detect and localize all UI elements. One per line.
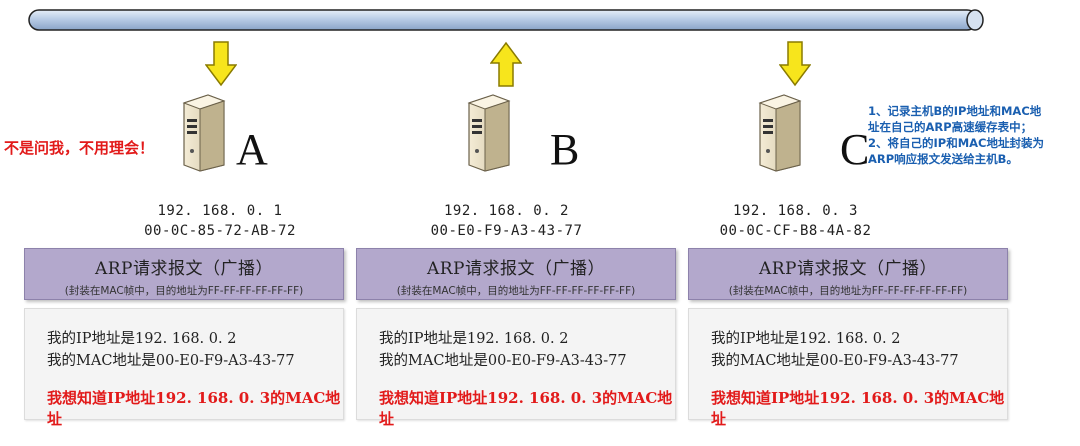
- query-line: 我想知道IP地址192. 168. 0. 3的MAC地址: [47, 389, 341, 428]
- host-c-note-line: 1、记录主机B的IP地址和MAC地: [868, 104, 1042, 118]
- mac-address: 00-E0-F9-A3-43-77: [430, 223, 583, 239]
- ip-address: 192. 168. 0. 3: [732, 203, 858, 219]
- packet-header: ARP请求报文（广播） (封装在MAC帧中，目的地址为FF-FF-FF-FF-F…: [24, 248, 344, 300]
- host-c-note: 1、记录主机B的IP地址和MAC地 址在自己的ARP高速缓存表中； 2、将自己的…: [868, 103, 1078, 167]
- packet-subtitle: (封装在MAC帧中，目的地址为FF-FF-FF-FF-FF-FF): [728, 285, 968, 297]
- arrow-down-icon: [779, 41, 811, 87]
- packet-header: ARP请求报文（广播） (封装在MAC帧中，目的地址为FF-FF-FF-FF-F…: [688, 248, 1008, 300]
- packet-body: 我的IP地址是192. 168. 0. 2 我的MAC地址是00-E0-F9-A…: [688, 308, 1008, 428]
- ip-address: 192. 168. 0. 2: [443, 203, 569, 219]
- arp-request-packet: ARP请求报文（广播） (封装在MAC帧中，目的地址为FF-FF-FF-FF-F…: [24, 248, 344, 428]
- mac-address: 00-0C-CF-B8-4A-82: [719, 223, 872, 239]
- packet-body: 我的IP地址是192. 168. 0. 2 我的MAC地址是00-E0-F9-A…: [24, 308, 344, 428]
- host-label: C: [840, 125, 870, 174]
- packet-header: ARP请求报文（广播） (封装在MAC帧中，目的地址为FF-FF-FF-FF-F…: [356, 248, 676, 300]
- ip-address: 192. 168. 0. 1: [157, 203, 283, 219]
- network-bus: [28, 9, 984, 31]
- packet-subtitle: (封装在MAC帧中，目的地址为FF-FF-FF-FF-FF-FF): [396, 285, 636, 297]
- query-line: 我想知道IP地址192. 168. 0. 3的MAC地址: [711, 389, 1005, 428]
- sender-ip-line: 我的IP地址是192. 168. 0. 2: [379, 331, 569, 347]
- packet-subtitle: (封装在MAC帧中，目的地址为FF-FF-FF-FF-FF-FF): [64, 285, 304, 297]
- host-c-note-line: 2、将自己的IP和MAC地址封装为: [868, 136, 1044, 150]
- arp-request-packet: ARP请求报文（广播） (封装在MAC帧中，目的地址为FF-FF-FF-FF-F…: [356, 248, 676, 428]
- packet-title: ARP请求报文（广播）: [426, 259, 605, 279]
- arp-request-packet: ARP请求报文（广播） (封装在MAC帧中，目的地址为FF-FF-FF-FF-F…: [688, 248, 1008, 428]
- sender-ip-line: 我的IP地址是192. 168. 0. 2: [47, 331, 237, 347]
- server-icon: [758, 94, 802, 172]
- host-c-note-line: ARP响应报文发送给主机B。: [868, 152, 1018, 166]
- sender-mac-line: 我的MAC地址是00-E0-F9-A3-43-77: [47, 353, 295, 369]
- server-icon: [467, 94, 511, 172]
- sender-mac-line: 我的MAC地址是00-E0-F9-A3-43-77: [379, 353, 627, 369]
- query-line: 我想知道IP地址192. 168. 0. 3的MAC地址: [379, 389, 673, 428]
- host-address: 192. 168. 0. 3 00-0C-CF-B8-4A-82: [713, 201, 878, 241]
- host-address: 192. 168. 0. 1 00-0C-85-72-AB-72: [140, 201, 300, 241]
- server-icon: [182, 94, 226, 172]
- host-c-note-line: 址在自己的ARP高速缓存表中；: [868, 120, 1033, 134]
- host-a-note: 不是问我，不用理会！: [4, 139, 155, 157]
- packet-title: ARP请求报文（广播）: [94, 259, 273, 279]
- arrow-down-icon: [205, 41, 237, 87]
- sender-mac-line: 我的MAC地址是00-E0-F9-A3-43-77: [711, 353, 959, 369]
- arrow-up-icon: [490, 41, 522, 87]
- host-label: A: [236, 125, 268, 174]
- host-address: 192. 168. 0. 2 00-E0-F9-A3-43-77: [424, 201, 589, 241]
- mac-address: 00-0C-85-72-AB-72: [144, 223, 296, 239]
- host-label: B: [550, 125, 580, 174]
- packet-title: ARP请求报文（广播）: [758, 259, 937, 279]
- packet-body: 我的IP地址是192. 168. 0. 2 我的MAC地址是00-E0-F9-A…: [356, 308, 676, 428]
- sender-ip-line: 我的IP地址是192. 168. 0. 2: [711, 331, 901, 347]
